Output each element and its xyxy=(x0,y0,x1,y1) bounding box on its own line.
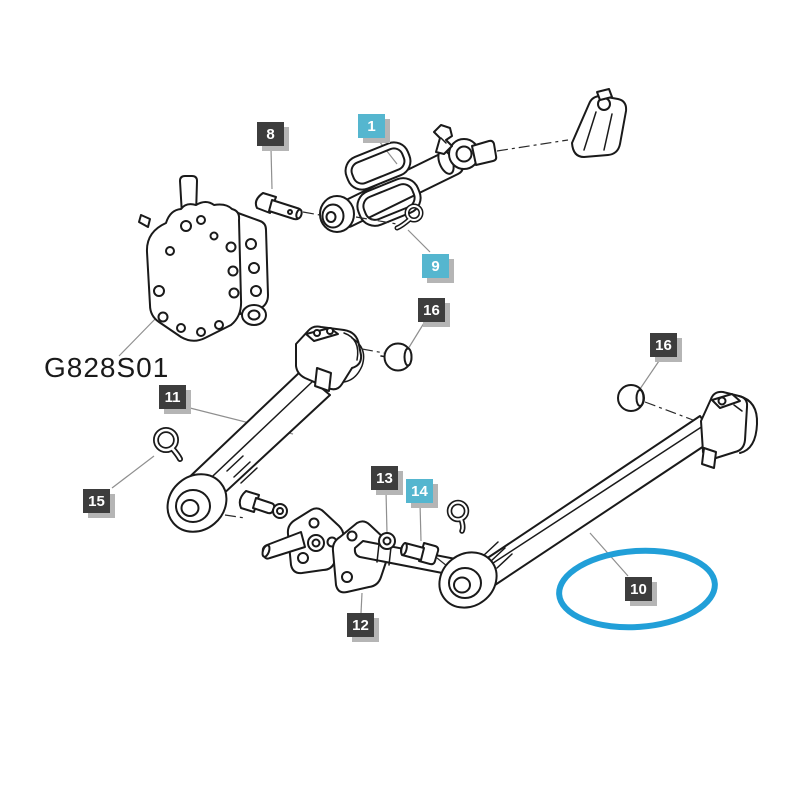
top-link-handle xyxy=(344,141,422,227)
highlight-ellipse xyxy=(556,547,718,631)
part-label-13: 13 xyxy=(371,466,398,490)
part-bolt-14 xyxy=(400,542,440,566)
part-clip-right xyxy=(446,499,470,534)
part-label-9: 9 xyxy=(422,254,449,278)
part-ball-right xyxy=(617,384,645,412)
part-bracket-assembly-12 xyxy=(331,520,473,594)
part-ball-left xyxy=(380,342,413,372)
part-lift-arm-right xyxy=(438,390,759,609)
leader-lines xyxy=(111,140,662,614)
part-label-15: 15 xyxy=(83,489,110,513)
assembly-axis-lines xyxy=(224,139,694,567)
part-washer-13 xyxy=(378,532,396,550)
part-label-14: 14 xyxy=(406,479,433,503)
part-hitch-housing xyxy=(138,175,269,342)
part-label-12: 12 xyxy=(347,613,374,637)
part-pin-8 xyxy=(254,192,303,221)
part-label-16-left: 16 xyxy=(418,298,445,322)
part-label-16-right: 16 xyxy=(650,333,677,357)
parts-art xyxy=(138,88,759,609)
reference-code: G828S01 xyxy=(44,352,170,383)
part-label-8: 8 xyxy=(257,122,284,146)
part-clip-9 xyxy=(394,203,424,231)
part-label-11: 11 xyxy=(159,385,186,409)
part-label-1: 1 xyxy=(358,114,385,138)
part-label-10: 10 xyxy=(625,577,652,601)
part-top-link-assembly xyxy=(319,88,628,233)
part-lift-arm-left xyxy=(166,325,365,533)
part-clip-15 xyxy=(153,427,183,462)
part-bracket-assembly-left xyxy=(238,490,345,575)
